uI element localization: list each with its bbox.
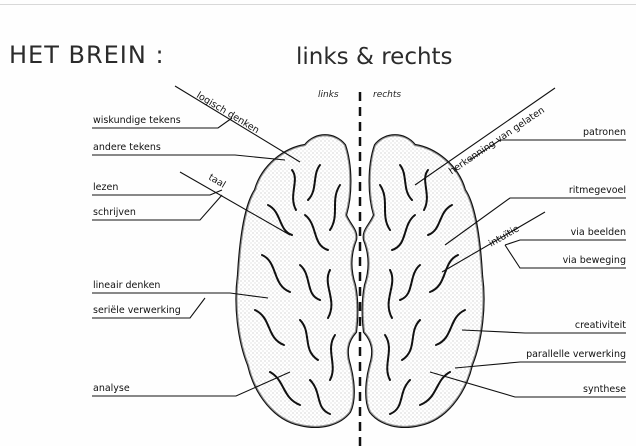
label-lezen: lezen [93, 182, 118, 193]
label-wiskundige-tekens: wiskundige tekens [93, 115, 181, 126]
label-analyse: analyse [93, 383, 130, 394]
label-ritmegevoel: ritmegevoel [569, 185, 626, 196]
left-hemisphere [236, 135, 357, 427]
label-andere-tekens: andere tekens [93, 142, 161, 153]
label-lineair-denken: lineair denken [93, 280, 160, 291]
label-synthese: synthese [583, 384, 626, 395]
label-creativiteit: creativiteit [575, 320, 626, 331]
label-parallelle-verwerking: parallelle verwerking [526, 349, 626, 360]
label-schrijven: schrijven [93, 207, 136, 218]
label-via-beelden: via beelden [571, 227, 626, 238]
label-via-beweging: via beweging [563, 255, 626, 266]
label-seriele-verwerking: seriële verwerking [93, 305, 181, 316]
label-patronen: patronen [583, 127, 626, 138]
